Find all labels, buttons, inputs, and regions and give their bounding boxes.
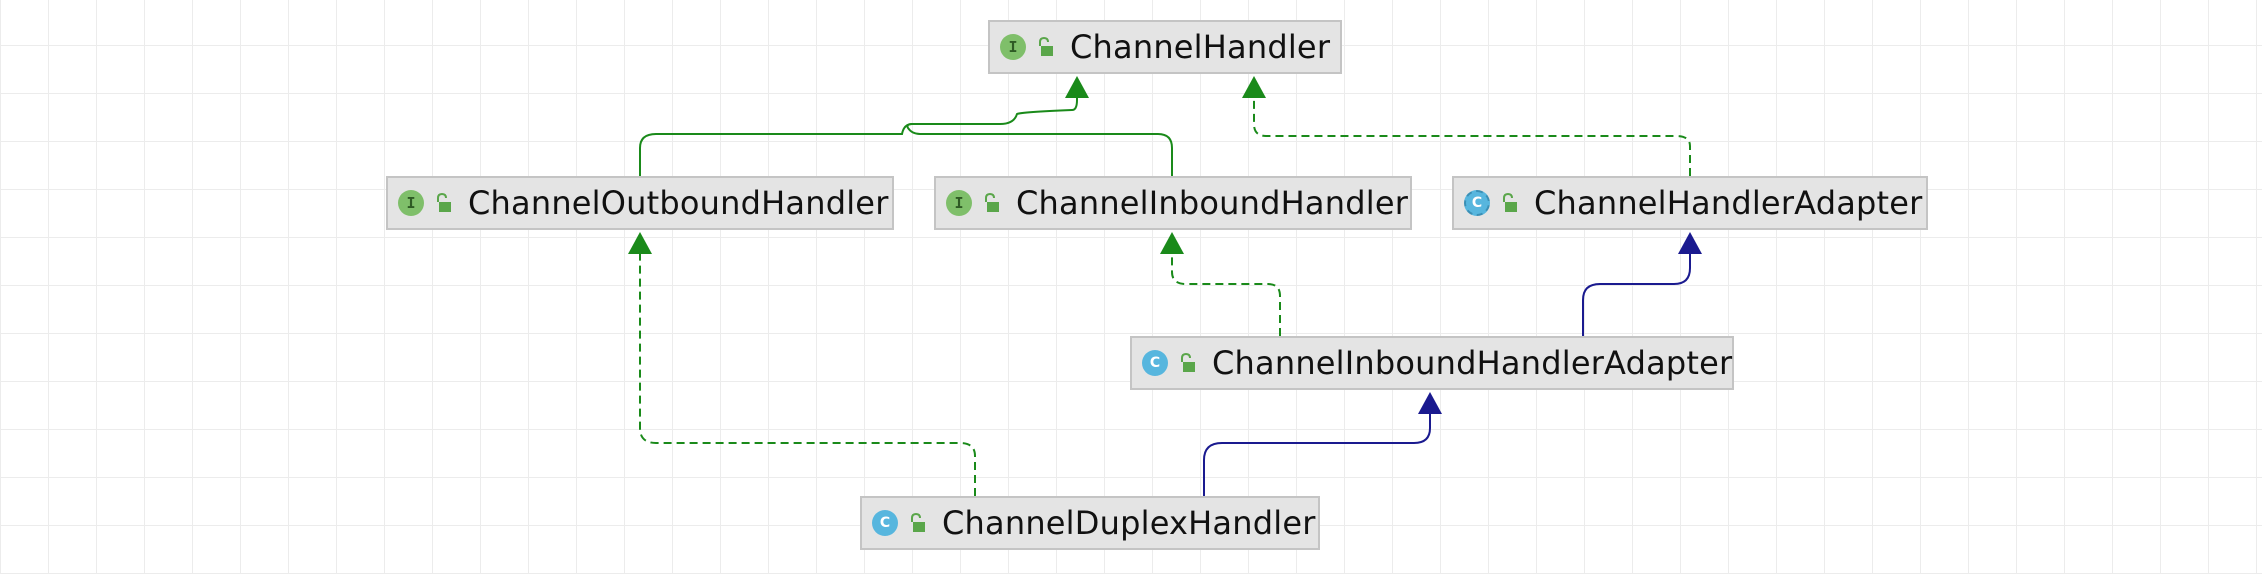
class-icon: C: [1142, 350, 1168, 376]
node-channel-outbound-handler[interactable]: I ChannelOutboundHandler: [386, 176, 894, 230]
interface-icon: I: [946, 190, 972, 216]
edge-duplex-to-outbound: [639, 254, 976, 496]
interface-icon: I: [1000, 34, 1026, 60]
unlocked-icon: [437, 193, 451, 212]
node-channel-handler[interactable]: I ChannelHandler: [988, 20, 1342, 74]
node-label: ChannelInboundHandler: [1016, 184, 1409, 222]
edge-inbound-adapter-to-inbound: [1171, 254, 1281, 336]
class-icon: C: [872, 510, 898, 536]
unlocked-icon: [1181, 353, 1195, 372]
node-channel-handler-adapter[interactable]: C ChannelHandlerAdapter: [1452, 176, 1928, 230]
arrowhead-channel-handler-left: [1065, 76, 1089, 98]
arrowhead-channel-outbound-handler: [628, 232, 652, 254]
node-label: ChannelHandler: [1070, 28, 1331, 66]
node-label: ChannelOutboundHandler: [468, 184, 889, 222]
node-channel-inbound-handler[interactable]: I ChannelInboundHandler: [934, 176, 1412, 230]
edge-inbound-adapter-to-handler-adapter: [1582, 254, 1691, 336]
arrowhead-channel-inbound-handler: [1160, 232, 1184, 254]
node-label: ChannelDuplexHandler: [942, 504, 1316, 542]
arrowhead-channel-inbound-handler-adapter: [1418, 392, 1442, 414]
arrowhead-channel-handler-right: [1242, 76, 1266, 98]
edge-outbound-to-handler: [639, 94, 1078, 176]
node-channel-inbound-handler-adapter[interactable]: C ChannelInboundHandlerAdapter: [1130, 336, 1734, 390]
unlocked-icon: [985, 193, 999, 212]
edge-inbound-to-handler: [906, 123, 1173, 176]
unlocked-icon: [1503, 193, 1517, 212]
unlocked-icon: [1039, 37, 1053, 56]
abstract-class-icon: C: [1464, 190, 1490, 216]
edge-handler-adapter-to-handler: [1253, 98, 1691, 176]
edge-duplex-to-inbound-adapter: [1203, 414, 1431, 496]
node-channel-duplex-handler[interactable]: C ChannelDuplexHandler: [860, 496, 1320, 550]
unlocked-icon: [911, 513, 925, 532]
node-label: ChannelHandlerAdapter: [1534, 184, 1923, 222]
node-label: ChannelInboundHandlerAdapter: [1212, 344, 1733, 382]
interface-icon: I: [398, 190, 424, 216]
arrowhead-channel-handler-adapter: [1678, 232, 1702, 254]
